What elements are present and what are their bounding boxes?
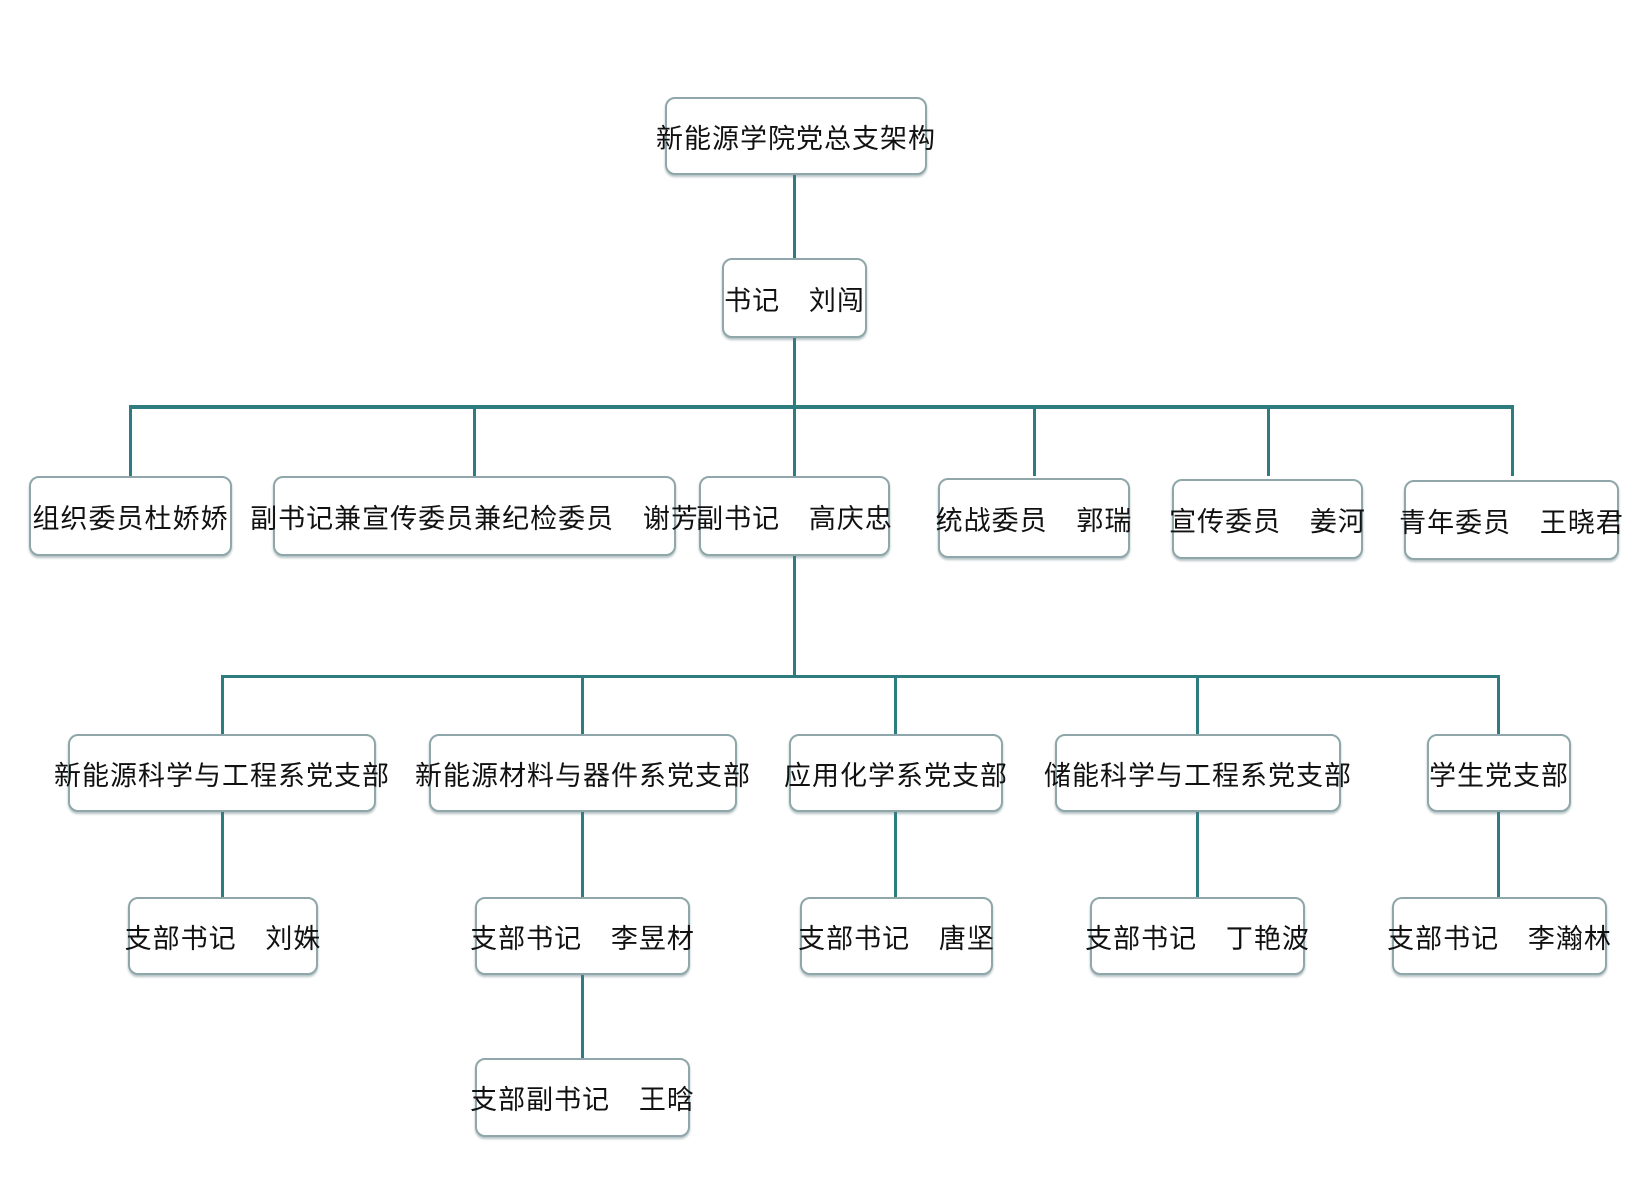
connector <box>793 175 796 258</box>
connector <box>581 975 584 1058</box>
branch-secretary: 支部书记 刘姝 <box>125 897 320 975</box>
connector <box>1511 407 1514 476</box>
connector <box>793 556 796 677</box>
connector <box>581 677 584 734</box>
secretary-node: 书记 刘闯 <box>722 258 867 338</box>
connector <box>1196 812 1199 897</box>
connector <box>221 677 224 734</box>
connector <box>894 812 897 897</box>
connector <box>1033 407 1036 476</box>
branch-secretary: 支部书记 丁艳波 <box>1085 897 1309 975</box>
committee-youth: 青年委员 王晓君 <box>1399 480 1623 560</box>
committee-deputy-secretary: 副书记 高庆忠 <box>696 476 892 556</box>
connector <box>1196 677 1199 734</box>
committee-publicity: 宣传委员 姜河 <box>1169 479 1365 559</box>
connector <box>581 812 584 897</box>
branch-new-energy-materials: 新能源材料与器件系党支部 <box>415 734 750 812</box>
connector <box>221 675 1500 678</box>
committee-organization: 组织委员杜娇娇 <box>29 476 232 556</box>
branch-applied-chemistry: 应用化学系党支部 <box>784 734 1007 812</box>
connector <box>221 812 224 897</box>
committee-united-front: 统战委员 郭瑞 <box>936 478 1131 558</box>
branch-deputy-secretary: 支部副书记 王晗 <box>470 1058 694 1137</box>
branch-new-energy-science: 新能源科学与工程系党支部 <box>54 734 389 812</box>
connector <box>1267 407 1270 476</box>
committee-deputy-secretary-discipline: 副书记兼宣传委员兼纪检委员 谢芳 <box>250 476 698 556</box>
root-node: 新能源学院党总支架构 <box>656 97 935 175</box>
connector <box>129 405 1514 409</box>
connector <box>1497 812 1500 897</box>
branch-secretary: 支部书记 唐坚 <box>798 897 994 975</box>
connector <box>129 407 132 476</box>
branch-secretary: 支部书记 李瀚林 <box>1387 897 1611 975</box>
connector <box>894 677 897 734</box>
branch-secretary: 支部书记 李昱材 <box>470 897 694 975</box>
connector <box>473 407 476 476</box>
branch-energy-storage: 储能科学与工程系党支部 <box>1044 734 1351 812</box>
connector <box>1497 677 1500 734</box>
branch-student: 学生党支部 <box>1427 734 1571 812</box>
